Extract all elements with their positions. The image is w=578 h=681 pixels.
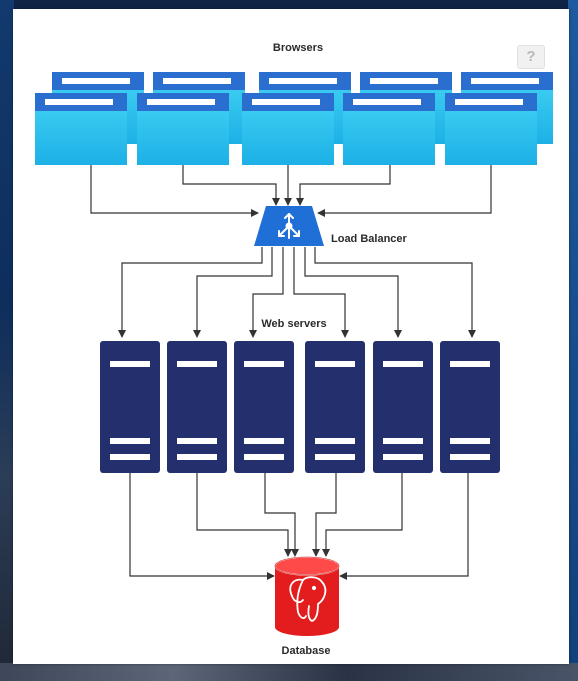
- lb-to-server-arrows: [118, 247, 476, 338]
- help-button[interactable]: ?: [517, 45, 545, 69]
- web-server: [440, 341, 500, 473]
- background-left: [0, 0, 14, 681]
- web-server: [305, 341, 365, 473]
- background-bottom: [0, 663, 578, 681]
- browser-window: [343, 93, 435, 165]
- background-right: [568, 0, 578, 681]
- web-server: [373, 341, 433, 473]
- load-balancer-label: Load Balancer: [331, 233, 408, 245]
- background-top: [0, 0, 578, 10]
- browser-window: [242, 93, 334, 165]
- postgresql-elephant-icon: [289, 576, 327, 622]
- browser-to-lb-arrows: [90, 165, 492, 217]
- browsers-label: Browsers: [273, 42, 323, 54]
- database-node: [274, 556, 340, 636]
- web-server: [167, 341, 227, 473]
- web-server: [234, 341, 294, 473]
- web-servers-label: Web servers: [261, 318, 326, 330]
- load-balancer-icon: [278, 213, 300, 239]
- database-label: Database: [282, 645, 331, 657]
- load-balancer-node: [254, 206, 324, 246]
- web-servers-label-bg: [258, 315, 330, 331]
- browser-window: [445, 93, 537, 165]
- web-server: [100, 341, 160, 473]
- browser-window: [137, 93, 229, 165]
- server-to-db-arrows: [129, 473, 469, 580]
- browser-window: [35, 93, 127, 165]
